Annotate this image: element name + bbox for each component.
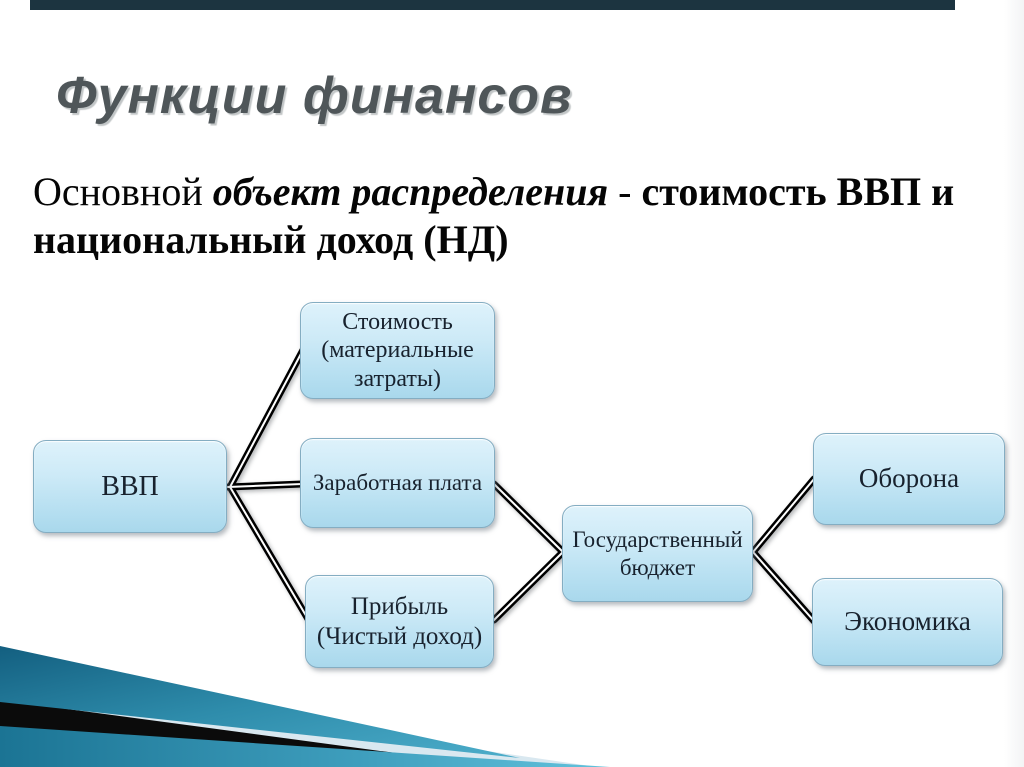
node-vvp-label: ВВП bbox=[101, 470, 159, 502]
node-gosbudget: Государственный бюджет bbox=[562, 505, 753, 602]
top-accent-bar bbox=[30, 0, 955, 10]
node-zarplata: Заработная плата bbox=[300, 438, 495, 528]
decor-teal-lower bbox=[0, 726, 610, 767]
subtitle-part-3: - bbox=[608, 169, 642, 214]
subtitle-part-1: Основной bbox=[33, 169, 213, 214]
slide-title: Функции финансов bbox=[56, 67, 573, 125]
decor-pale-band bbox=[0, 680, 597, 767]
node-ekonomika: Экономика bbox=[812, 578, 1003, 666]
node-pribyl: Прибыль (Чистый доход) bbox=[305, 575, 494, 668]
subtitle-part-2: объект распределения bbox=[212, 169, 609, 214]
node-oborona-label: Оборона bbox=[858, 463, 960, 494]
node-stoimost: Стоимость (материальные затраты) bbox=[300, 302, 495, 399]
node-zarplata-label: Заработная плата bbox=[312, 470, 483, 496]
node-pribyl-label: Прибыль (Чистый доход) bbox=[316, 593, 483, 650]
node-stoimost-label: Стоимость (материальные затраты) bbox=[321, 309, 474, 392]
node-vvp: ВВП bbox=[33, 440, 227, 533]
node-gosbudget-label: Государственный бюджет bbox=[572, 527, 743, 580]
decor-black-stripe bbox=[0, 700, 500, 767]
node-ekonomika-label: Экономика bbox=[844, 606, 971, 637]
subtitle-part-4: стоимость ВВП и национальный доход (НД) bbox=[33, 169, 955, 262]
page-edge bbox=[1004, 0, 1024, 767]
node-oborona: Оборона bbox=[813, 433, 1005, 525]
subtitle-text: Основной объект распределения - стоимост… bbox=[33, 168, 983, 264]
